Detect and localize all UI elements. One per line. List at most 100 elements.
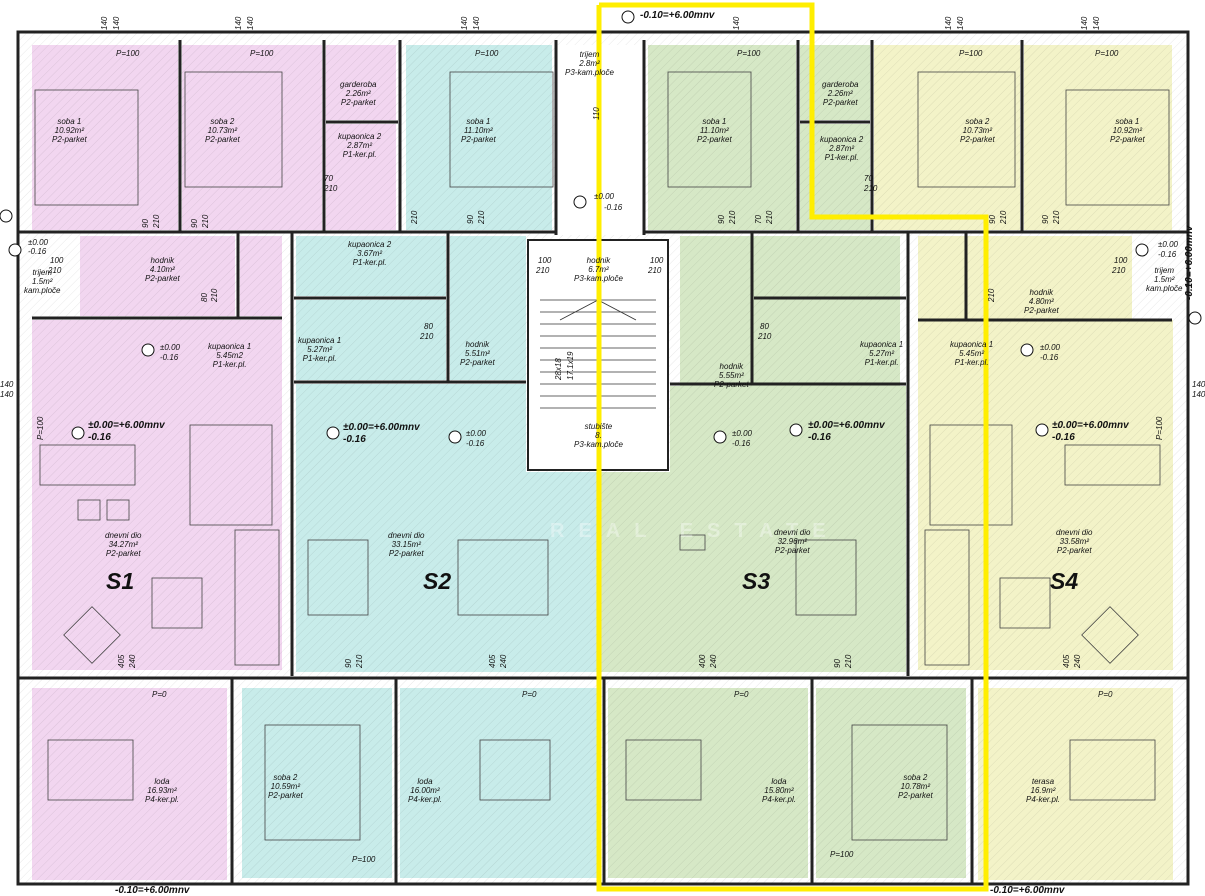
door-dim: 210 [536,266,550,275]
level-small-4b: -0.16 [732,439,751,448]
level-right-side: -0.10=+6.00mnv [1184,225,1195,301]
window-width: 140 [246,16,255,30]
door-dim: 90 [1041,215,1050,224]
loggia-door-dim: 240 [1073,654,1082,668]
level-small-7: ±0.00 [594,192,614,201]
loggia-door-dim: 240 [709,654,718,668]
level-small-2b: -0.16 [160,353,179,362]
window-width: 140 [1192,390,1205,399]
window-width: 140 [0,380,14,389]
door-dim: 90 [190,219,199,228]
level-small-1: ±0.00 [28,238,48,247]
window-width: 140 [1192,380,1205,389]
loggia-door-dim: 240 [499,654,508,668]
interior-walls [18,40,1188,884]
window-width: 140 [956,16,965,30]
door-dim: 210 [987,288,996,302]
highlight-outline [596,2,989,892]
level-bottom-left: -0.10=+6.00mnv [115,885,190,896]
loggia-door-dim: 90 [833,659,842,668]
furniture [34,71,1170,841]
door-dim: 100 [650,256,664,265]
door-dim: 90 [141,219,150,228]
sill-height: P=0 [734,690,749,699]
level-small-6: ±0.00 [1158,240,1178,249]
level-main-s1-minus: -0.16 [88,432,111,443]
door-dim: 210 [1052,210,1061,224]
sill-height: P=100 [737,49,761,58]
door-dim: 210 [420,332,434,341]
level-small-6b: -0.16 [1158,250,1177,259]
window-width: 140 [1080,16,1089,30]
unit-label-s3: S3 [742,568,771,594]
level-main-s4-minus: -0.16 [1052,432,1075,443]
level-small-1b: -0.16 [28,247,47,256]
door-dim: 210 [999,210,1008,224]
door-dim: 210 [201,214,210,228]
window-width: 140 [112,16,121,30]
level-small-3b: -0.16 [466,439,485,448]
window-width: 140 [732,16,741,30]
door-dim: 210 [410,210,419,224]
door-dim: 210 [758,332,772,341]
level-main-s4: ±0.00=+6.00mnv [1052,420,1129,431]
door-dim: 210 [152,214,161,228]
window-width: 140 [472,16,481,30]
door-dim: 80 [424,322,433,331]
level-main-s3-minus: -0.16 [808,432,831,443]
level-small-4: ±0.00 [732,429,752,438]
door-dim: 210 [324,184,338,193]
door-dim: 210 [210,288,219,302]
window-width: 140 [234,16,243,30]
window-width: 140 [944,16,953,30]
sill-height: P=100 [959,49,983,58]
sill-height: P=100 [1155,416,1164,440]
sill-height: P=100 [36,416,45,440]
level-small-2: ±0.00 [160,343,180,352]
level-small-5: ±0.00 [1040,343,1060,352]
door-dim: 100 [538,256,552,265]
door-dim: 210 [477,210,486,224]
window-width: 140 [100,16,109,30]
stair-dim: 28x18 [554,358,563,380]
sill-height: P=0 [1098,690,1113,699]
level-top-left: -0.10=+6.00mnv [640,10,715,21]
unit-label-s1: S1 [106,568,135,594]
window-width: 140 [1092,16,1101,30]
door-dim: 90 [466,215,475,224]
door-dim: 110 [592,107,601,120]
sill-height: P=100 [352,855,376,864]
door-dim: 210 [864,184,878,193]
level-markers [0,10,1202,444]
loggia-door-dim: 405 [488,654,497,668]
loggia-door-dim: 240 [128,654,137,668]
door-dim: 70 [754,215,763,224]
door-dim: 70 [324,174,333,183]
loggia-door-dim: 90 [344,659,353,668]
loggia-door-dim: 405 [117,654,126,668]
door-dim: 100 [50,256,64,265]
sill-height: P=0 [152,690,167,699]
unit-label-s4: S4 [1050,568,1079,594]
